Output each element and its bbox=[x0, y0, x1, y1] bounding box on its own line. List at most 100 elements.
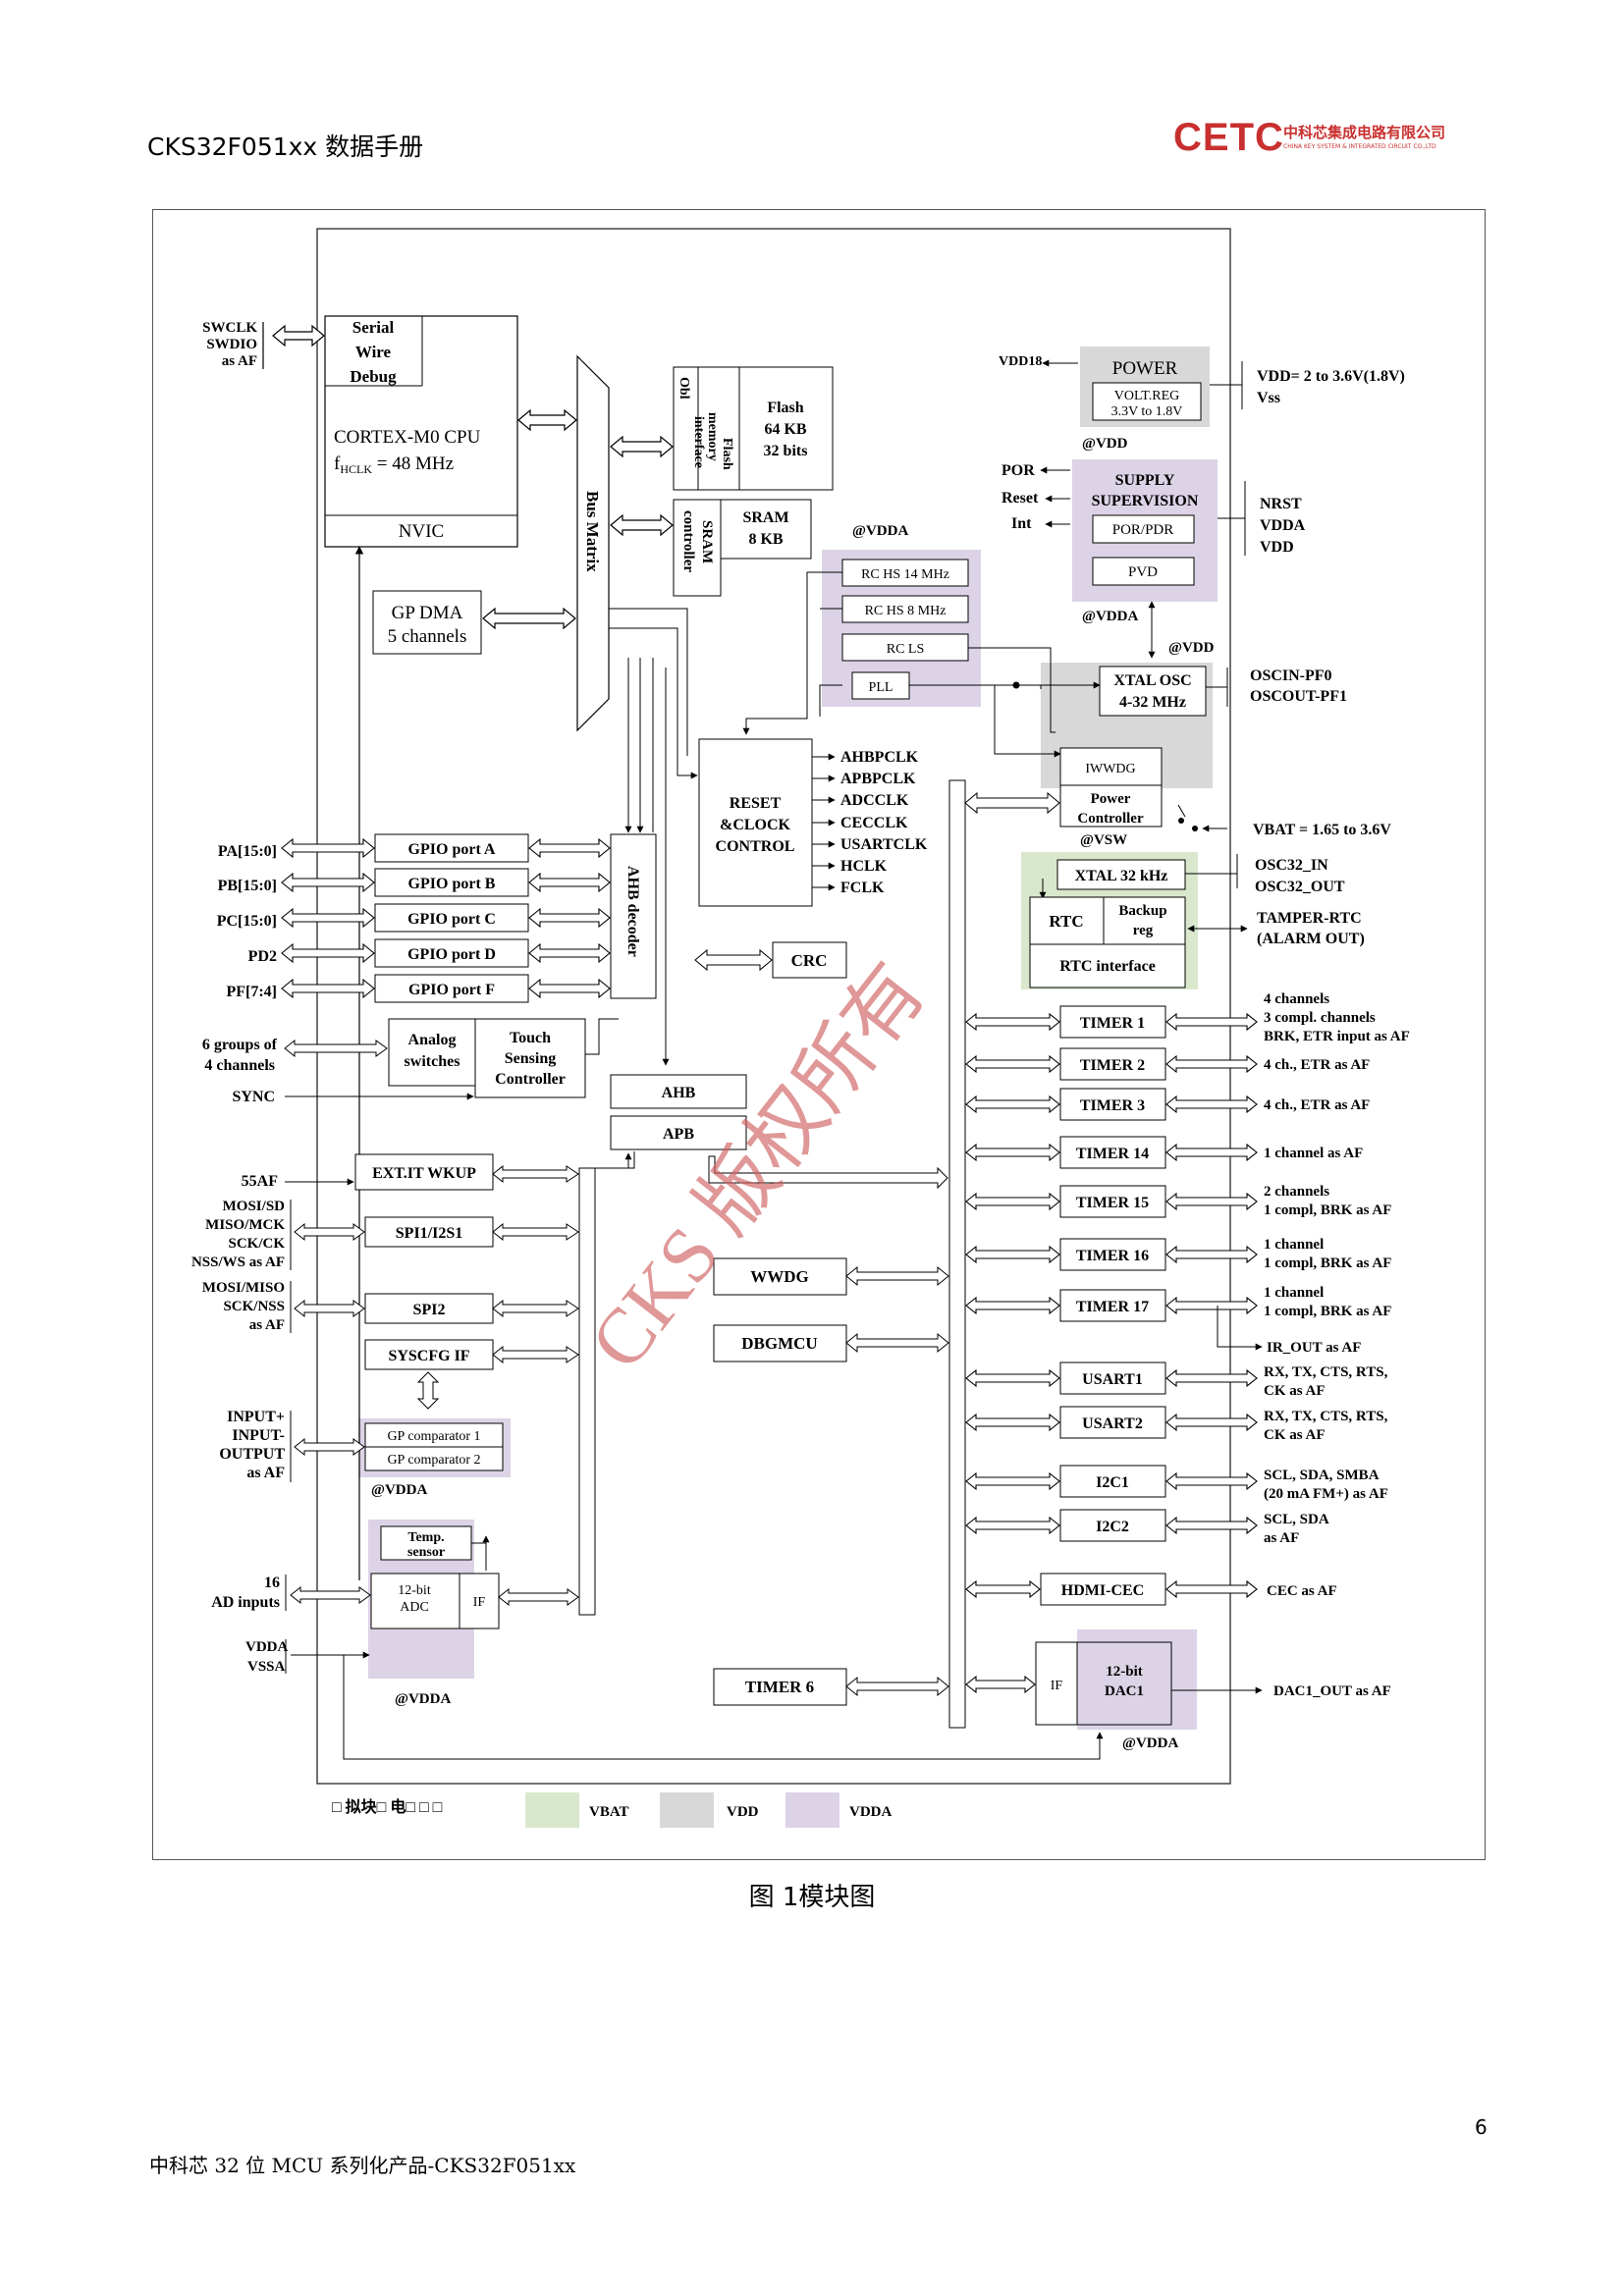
legend-vdd-swatch bbox=[660, 1792, 714, 1828]
adc-vssa-pin: VSSA bbox=[247, 1659, 286, 1675]
figure-caption: 图 1模块图 bbox=[748, 1883, 876, 1912]
timer6-label: TIMER 6 bbox=[745, 1678, 814, 1696]
gpio-d-label: GPIO port D bbox=[407, 946, 496, 963]
i2c1-label: I2C1 bbox=[1096, 1474, 1129, 1491]
adc-if-label: IF bbox=[473, 1595, 486, 1610]
rc-hs8 bbox=[841, 595, 969, 623]
timer15-pin-1: 2 channels bbox=[1264, 1184, 1329, 1200]
swd-label-1: Serial bbox=[352, 318, 395, 337]
syscfg-block bbox=[364, 1339, 494, 1370]
usart1-block bbox=[1059, 1362, 1166, 1395]
cec-pin: CEC as AF bbox=[1267, 1583, 1337, 1599]
sram-size: 8 KB bbox=[748, 531, 783, 548]
flash-block bbox=[738, 366, 834, 491]
gpdma-block bbox=[372, 590, 482, 655]
flash-if-label-2: memory bbox=[705, 412, 720, 461]
flash-size: 64 KB bbox=[764, 421, 806, 438]
rc-hs14-label: RC HS 14 MHz bbox=[861, 567, 949, 582]
timer3-pin: 4 ch., ETR as AF bbox=[1264, 1097, 1370, 1113]
reset-clock-control bbox=[698, 738, 813, 907]
footer-text: 中科芯 32 位 MCU 系列化产品-CKS32F051xx bbox=[149, 2154, 576, 2177]
rc-vdda: @VDDA bbox=[852, 523, 908, 539]
por-pdr-label: POR/PDR bbox=[1112, 522, 1174, 538]
flash-if-label: Flash bbox=[720, 438, 734, 470]
gpio-port-c bbox=[374, 903, 529, 933]
comparator-2 bbox=[364, 1446, 504, 1471]
gpdma-label: GP DMA bbox=[392, 603, 463, 623]
usart2-pin-2: CK as AF bbox=[1264, 1427, 1326, 1443]
pvd-label: PVD bbox=[1128, 564, 1158, 580]
iwwdg bbox=[1059, 747, 1163, 786]
reset-clock-label-2: &CLOCK bbox=[720, 817, 791, 833]
block-diagram: SWCLK SWDIO as AF Serial Wire Debug CORT… bbox=[191, 228, 1410, 1828]
gpio-b-label: GPIO port B bbox=[408, 876, 496, 892]
flash-interface bbox=[697, 366, 740, 491]
swd-block bbox=[324, 315, 518, 548]
oscout-pin: OSCOUT-PF1 bbox=[1250, 688, 1347, 705]
gpio-group bbox=[374, 833, 529, 1003]
power-controller bbox=[1059, 784, 1163, 828]
sram-ctrl-label: SRAM bbox=[699, 520, 715, 563]
pin-pa: PA[15:0] bbox=[218, 843, 277, 860]
vdd-pin: VDD bbox=[1260, 539, 1294, 556]
timer17-block bbox=[1059, 1289, 1166, 1322]
usart1-pin-1: RX, TX, CTS, RTS, bbox=[1264, 1364, 1388, 1380]
vdd18-label: VDD18 bbox=[999, 354, 1042, 369]
oscin-pin: OSCIN-PF0 bbox=[1250, 667, 1332, 684]
legend-vdda: VDDA bbox=[849, 1804, 892, 1820]
cpu-label: CORTEX-M0 CPU bbox=[334, 427, 481, 448]
xtal-osc-label: XTAL OSC bbox=[1113, 672, 1191, 689]
cpu-freq: fHCLK = 48 MHz bbox=[334, 454, 454, 476]
flash-label: Flash bbox=[767, 400, 803, 416]
xtal32 bbox=[1056, 859, 1186, 890]
touch-label-3: Controller bbox=[495, 1071, 566, 1088]
touch-controller bbox=[474, 1018, 586, 1098]
power-ctrl-label: Power bbox=[1091, 791, 1131, 807]
por-pdr bbox=[1092, 514, 1195, 544]
timer2-block bbox=[1059, 1047, 1166, 1081]
timer16-label: TIMER 16 bbox=[1076, 1248, 1149, 1264]
gpdma-channels: 5 channels bbox=[388, 626, 467, 647]
ahb-label: AHB bbox=[662, 1085, 696, 1101]
alarm-out: (ALARM OUT) bbox=[1257, 931, 1365, 947]
reset-clock-label: RESET bbox=[730, 795, 782, 812]
power-pin-vdd: VDD= 2 to 3.6V(1.8V) bbox=[1257, 368, 1405, 385]
timer1-pin-1: 4 channels bbox=[1264, 991, 1329, 1007]
dac-label-2: DAC1 bbox=[1105, 1683, 1144, 1699]
pin-pf: PF[7:4] bbox=[226, 984, 277, 1000]
swd-label-2: Wire bbox=[355, 343, 392, 361]
cetc-logo: CETC 中科芯集成电路有限公司 CHINA KEY SYSTEM & INTE… bbox=[1173, 116, 1478, 163]
swd-pin-swdio: SWDIO bbox=[206, 337, 257, 352]
power-pin-vss: Vss bbox=[1257, 390, 1280, 406]
logo-company-cn: 中科芯集成电路有限公司 bbox=[1283, 124, 1446, 141]
right-peripherals bbox=[1040, 1005, 1166, 1606]
adc-pin-count: 16 bbox=[264, 1575, 280, 1591]
sram-controller bbox=[673, 499, 722, 597]
rtc-interface: RTC interface bbox=[1059, 958, 1156, 975]
vbat-label: VBAT = 1.65 to 3.6V bbox=[1253, 822, 1391, 838]
cec-block bbox=[1040, 1573, 1166, 1606]
crc-block bbox=[772, 941, 847, 979]
sram-block bbox=[720, 499, 812, 560]
logo-cetc-text: CETC bbox=[1173, 116, 1284, 159]
gpio-f-label: GPIO port F bbox=[408, 982, 495, 998]
comparator-1 bbox=[364, 1422, 504, 1448]
dbgmcu-block bbox=[713, 1324, 847, 1362]
i2c2-pin-2: as AF bbox=[1264, 1530, 1299, 1546]
spi2-pin-3: as AF bbox=[249, 1317, 285, 1333]
clk-hclk: HCLK bbox=[840, 858, 888, 875]
dac-label: 12-bit bbox=[1106, 1664, 1143, 1680]
obl-label-2: interface bbox=[691, 416, 706, 468]
pin-pb: PB[15:0] bbox=[218, 878, 277, 894]
nvic-label: NVIC bbox=[399, 521, 444, 542]
dac-region bbox=[1077, 1629, 1197, 1730]
timer2-pin: 4 ch., ETR as AF bbox=[1264, 1057, 1370, 1073]
i2c1-pin-2: (20 mA FM+) as AF bbox=[1264, 1486, 1388, 1502]
legend-vbat: VBAT bbox=[589, 1804, 629, 1820]
timer16-block bbox=[1059, 1238, 1166, 1271]
obl-label: Obl bbox=[677, 377, 691, 400]
timer15-block bbox=[1059, 1185, 1166, 1218]
xtal-vdd-label: @VDD bbox=[1168, 640, 1215, 656]
legend-vdda-swatch bbox=[785, 1792, 839, 1828]
obl-interface bbox=[673, 366, 699, 491]
